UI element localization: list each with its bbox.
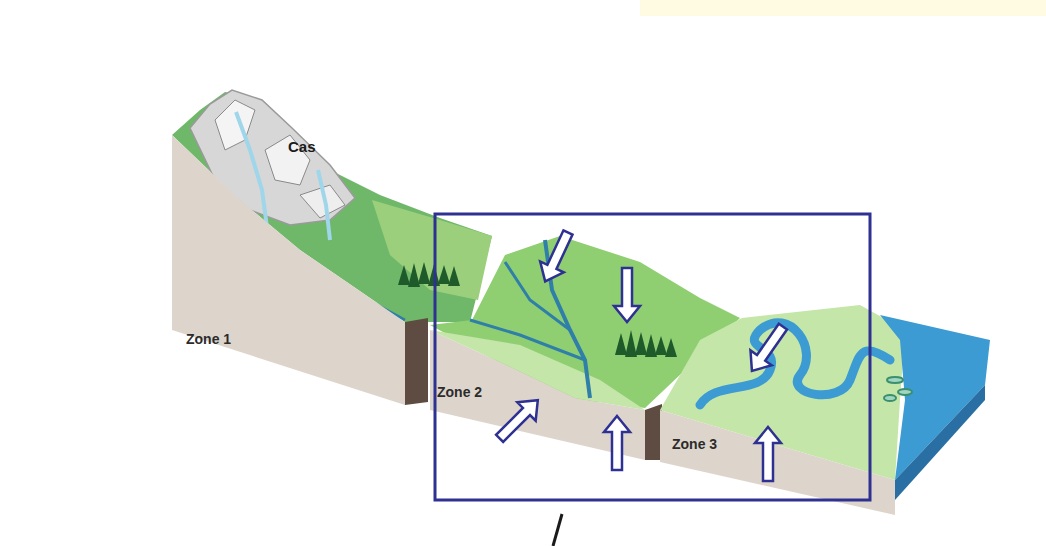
inward-arrow [614, 268, 640, 322]
place-label: Cas [288, 138, 316, 155]
waterfall-stream [318, 170, 330, 240]
zone-block: Zone 3 [672, 436, 732, 456]
inward-arrow [755, 427, 781, 481]
inward-arrow [604, 416, 630, 470]
tributary [470, 320, 585, 360]
zone-block: Zone 1 [186, 331, 246, 351]
zone-label: Zone 1 [186, 331, 231, 347]
zone2-side-face [645, 404, 662, 460]
background-strip [640, 0, 1046, 16]
arrow-group [490, 227, 793, 481]
zone-label: Zone 3 [672, 436, 717, 452]
zone-block: Zone 2 [437, 384, 497, 404]
inward-arrow [533, 227, 579, 287]
inward-arrow [741, 319, 793, 378]
tree-cluster [398, 262, 460, 287]
delta-islands [884, 377, 912, 401]
inward-arrow [490, 391, 547, 448]
slash-mark [553, 514, 562, 546]
sea-side [895, 385, 985, 500]
zone-label: Zone 2 [437, 384, 482, 400]
zone1-front-face [172, 135, 405, 405]
meandering-river [700, 323, 890, 405]
tree-cluster [615, 330, 677, 357]
zone1-side-face [405, 318, 428, 405]
focus-frame [435, 214, 870, 500]
